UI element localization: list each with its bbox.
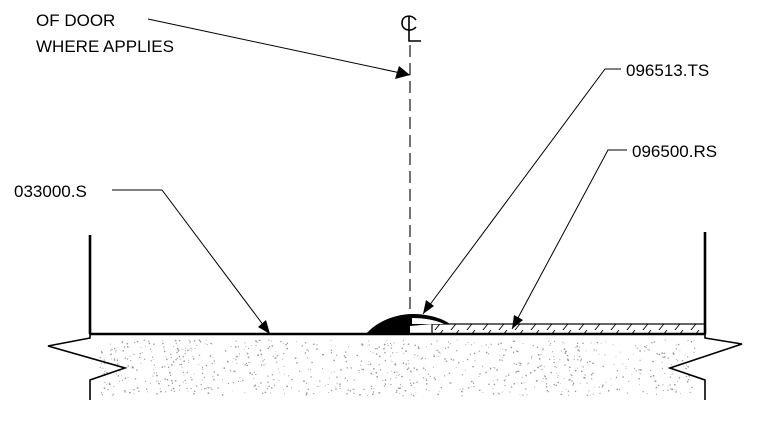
resilient-sheet-flooring xyxy=(431,323,706,335)
door-note-line-2: WHERE APPLIES xyxy=(36,37,174,56)
concrete-slab xyxy=(47,334,743,400)
leader-transition-strip xyxy=(422,68,621,315)
arrowhead-slab xyxy=(258,320,270,334)
callout-resilient-sheet-label: 096500.RS xyxy=(632,142,717,161)
slab-break-line-left xyxy=(47,334,128,400)
arrowhead-transition-strip xyxy=(423,300,434,314)
leader-door-note xyxy=(147,18,411,76)
leader-resilient-sheet xyxy=(511,149,627,330)
door-note-line-1: OF DOOR xyxy=(36,11,115,30)
concrete-stipple xyxy=(99,339,696,397)
transition-strip xyxy=(366,314,450,334)
callout-transition-strip-label: 096513.TS xyxy=(626,61,709,80)
leader-slab xyxy=(112,189,271,335)
slab-break-line-right xyxy=(667,334,743,400)
arrowhead-resilient-sheet xyxy=(512,315,523,329)
centerline-icon xyxy=(401,15,421,42)
callout-slab-label: 033000.S xyxy=(14,182,87,201)
arrowhead-door-note xyxy=(395,66,410,79)
